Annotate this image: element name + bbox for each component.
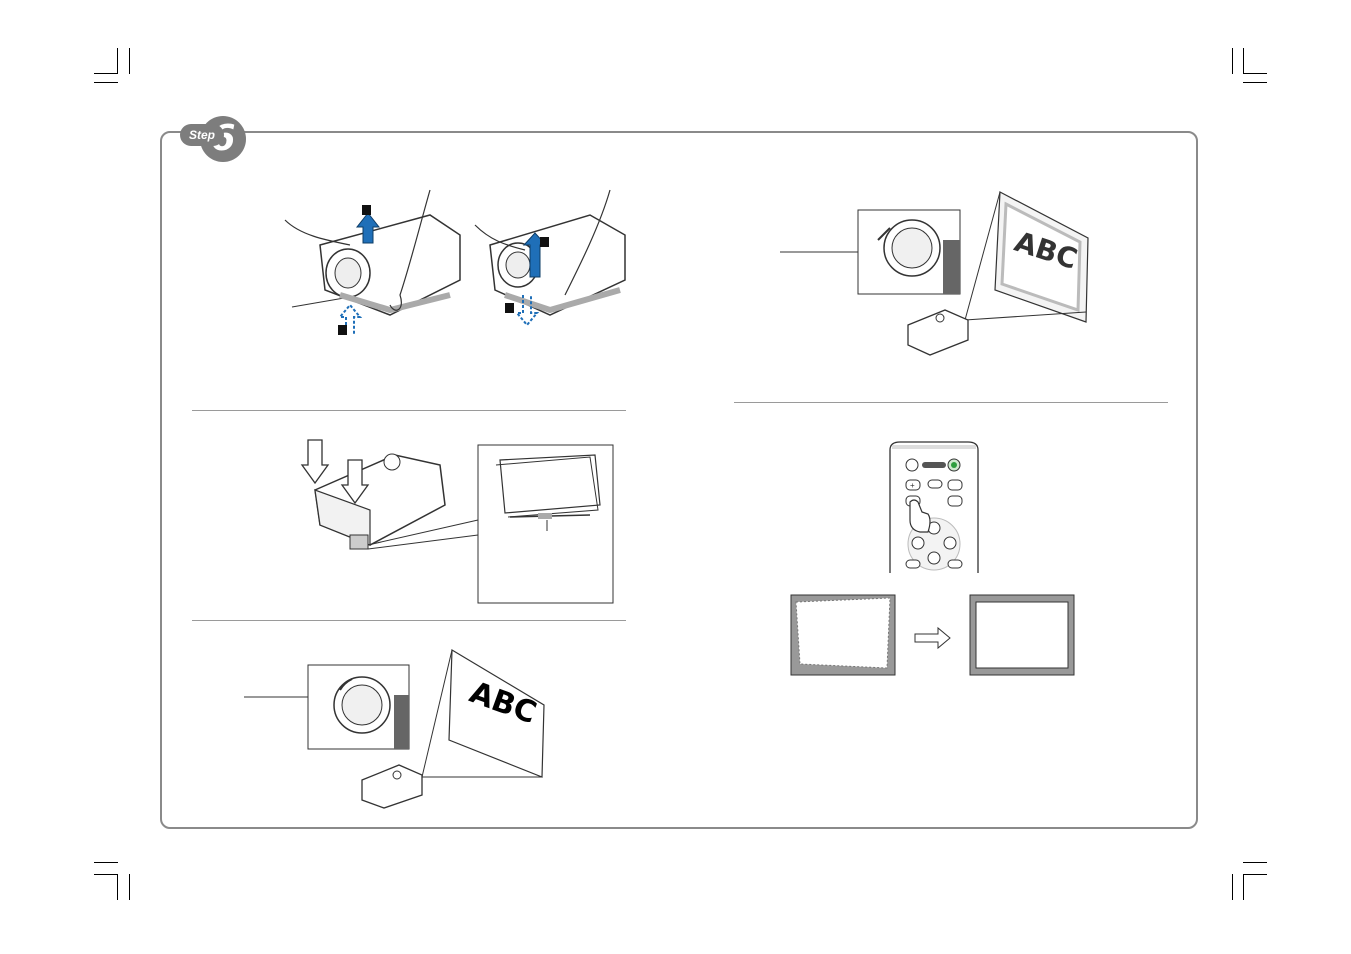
step-badge: 6 Step: [180, 116, 248, 162]
divider-right-1: [734, 402, 1168, 403]
divider-left-1: [192, 410, 626, 411]
adjust-foot-illustration: [300, 435, 620, 610]
step-label: Step: [180, 124, 224, 146]
svg-text:+: +: [910, 481, 915, 490]
zoom-ring-illustration-left: ABC: [244, 645, 554, 815]
tilt-foot-illustration: [280, 185, 630, 345]
remote-control-illustration: +: [888, 440, 980, 575]
divider-left-2: [192, 620, 626, 621]
focus-ring-illustration-right: ABC: [780, 190, 1095, 360]
keystone-before-after: [790, 594, 1075, 678]
